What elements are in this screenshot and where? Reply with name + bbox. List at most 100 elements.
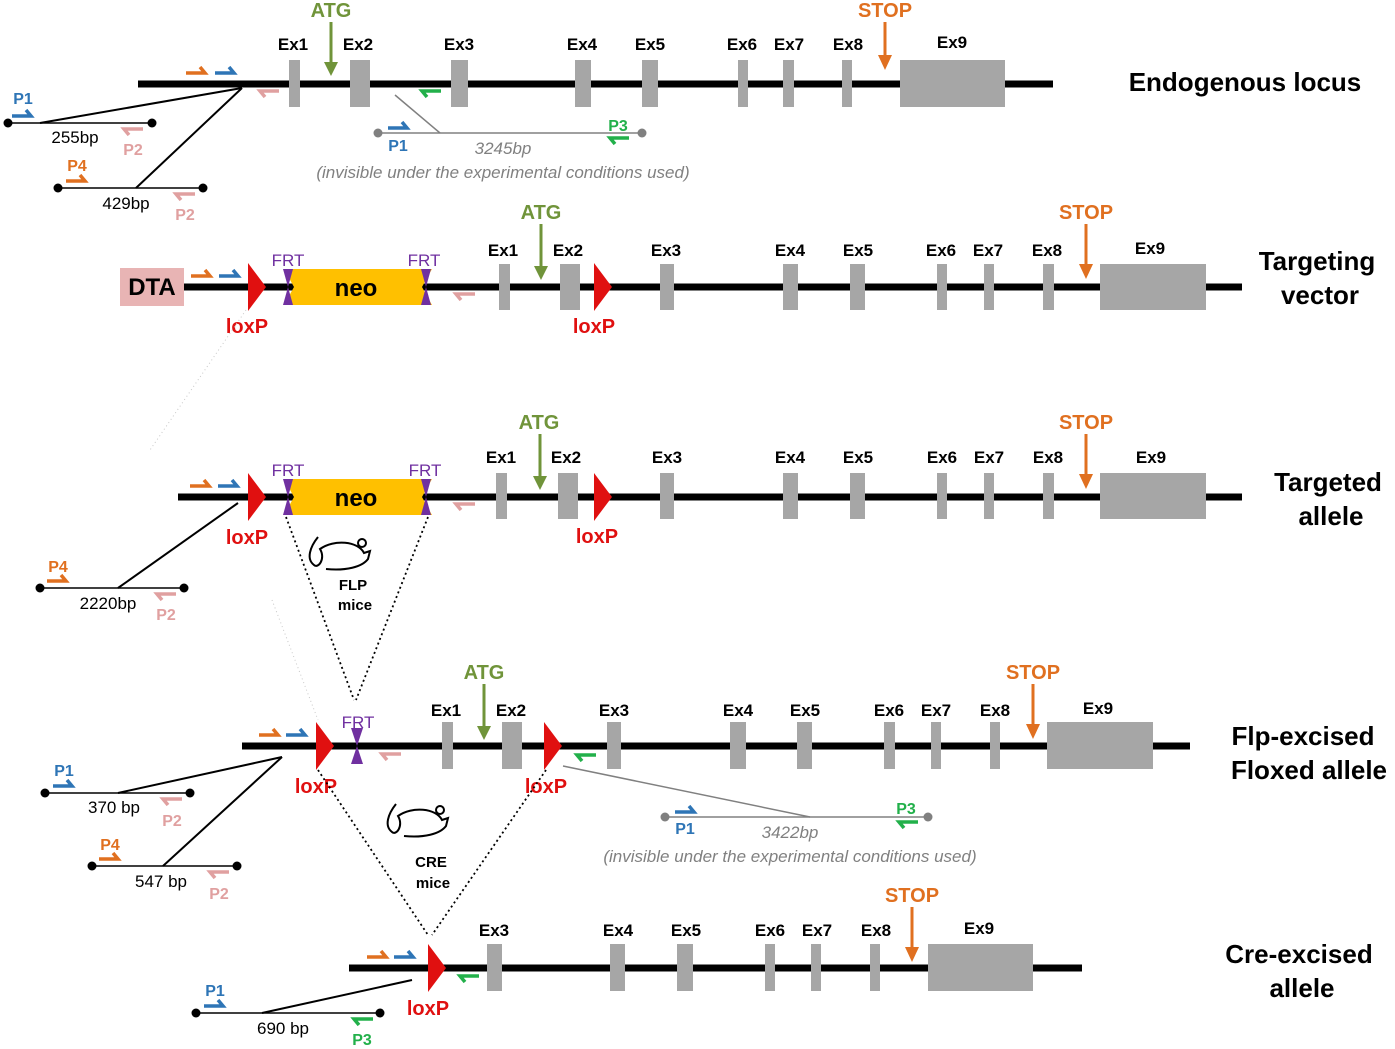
row-title: vector bbox=[1281, 280, 1359, 310]
frt-label: FRT bbox=[408, 251, 441, 270]
primer-p1-arrow bbox=[386, 120, 409, 130]
neo-cassette bbox=[284, 479, 432, 515]
exon-6 bbox=[937, 264, 947, 310]
exon-8 bbox=[990, 722, 1000, 769]
row-title: Floxed allele bbox=[1231, 755, 1387, 785]
exon-8 bbox=[1043, 473, 1054, 519]
product-end bbox=[637, 128, 647, 138]
exon-label: Ex8 bbox=[980, 701, 1010, 720]
exon-6 bbox=[937, 473, 947, 519]
exon-label: Ex4 bbox=[567, 35, 598, 54]
exon-1 bbox=[442, 722, 453, 769]
product-end bbox=[35, 583, 45, 593]
exon-label: Ex7 bbox=[774, 35, 804, 54]
loxp-site bbox=[316, 722, 334, 770]
exon-2 bbox=[558, 473, 578, 519]
primer-p2-label: P2 bbox=[209, 886, 229, 903]
exon-3 bbox=[487, 944, 502, 991]
exon-1 bbox=[499, 264, 510, 310]
neo-cassette bbox=[284, 269, 432, 305]
primer-p3-arrow bbox=[897, 820, 920, 830]
primer-p1-arrow bbox=[213, 65, 236, 75]
loxp-label: loxP bbox=[295, 776, 337, 798]
product-connector bbox=[117, 756, 283, 794]
product-size: 690 bp bbox=[257, 1019, 309, 1038]
exon-label: Ex4 bbox=[603, 921, 634, 940]
primer-p3-arrow bbox=[458, 974, 481, 984]
flp-mice-label: mice bbox=[338, 597, 372, 614]
stop-label: STOP bbox=[1006, 662, 1060, 684]
exon-label: Ex8 bbox=[833, 35, 863, 54]
row-cre-excised-allele: loxP Ex3 Ex4 Ex5 Ex6 Ex7 Ex8 Ex9 STOP P1… bbox=[191, 885, 1373, 1049]
primer-p3-arrow bbox=[575, 753, 598, 763]
row-title: allele bbox=[1269, 973, 1334, 1003]
product-end bbox=[191, 1008, 201, 1018]
exon-label: Ex2 bbox=[496, 701, 526, 720]
stop-arrow-head bbox=[1079, 264, 1093, 279]
exon-label: Ex1 bbox=[278, 35, 308, 54]
product-end bbox=[198, 183, 208, 193]
primer-p1-label: P1 bbox=[13, 91, 33, 108]
exon-3 bbox=[451, 60, 468, 107]
primer-p1-label: P1 bbox=[205, 983, 225, 1000]
frt-label: FRT bbox=[272, 251, 305, 270]
exon-6 bbox=[738, 60, 748, 107]
exon-label: Ex4 bbox=[723, 701, 754, 720]
cre-mice-label: mice bbox=[416, 875, 450, 892]
exon-label: Ex8 bbox=[1032, 241, 1062, 260]
exon-label: Ex6 bbox=[926, 241, 956, 260]
primer-p2-label: P2 bbox=[175, 207, 195, 224]
exon-2 bbox=[350, 60, 370, 107]
atg-arrow-head bbox=[534, 266, 548, 280]
product-end bbox=[53, 183, 63, 193]
mouse-icon bbox=[386, 803, 449, 838]
loxp-label: loxP bbox=[226, 316, 268, 338]
frt-label: FRT bbox=[272, 461, 305, 480]
product-end bbox=[375, 1008, 385, 1018]
exon-label: Ex6 bbox=[874, 701, 904, 720]
exon-label: Ex3 bbox=[444, 35, 474, 54]
product-end bbox=[40, 788, 50, 798]
neo-label: neo bbox=[335, 485, 378, 512]
primer-p2-label: P2 bbox=[162, 813, 182, 830]
primer-p1-arrow bbox=[284, 727, 307, 737]
row-title: Endogenous locus bbox=[1129, 67, 1362, 97]
primer-p3-arrow bbox=[420, 89, 443, 99]
exon-9 bbox=[1100, 473, 1206, 519]
primer-p2-label: P2 bbox=[156, 607, 176, 624]
atg-label: ATG bbox=[519, 412, 560, 434]
exon-4 bbox=[730, 722, 746, 769]
primer-p4-arrow bbox=[64, 173, 87, 183]
primer-p4-arrow bbox=[184, 65, 207, 75]
primer-p1-arrow bbox=[673, 804, 696, 814]
exon-label: Ex5 bbox=[843, 448, 873, 467]
primer-p2-arrow bbox=[161, 797, 184, 807]
frt-site bbox=[351, 746, 363, 764]
row-targeting-vector: DTA loxP neo FRT FRT loxP Ex1 Ex2 Ex3 Ex… bbox=[120, 202, 1375, 338]
stop-arrow-head bbox=[1026, 724, 1040, 739]
exon-7 bbox=[811, 944, 821, 991]
exon-label: Ex9 bbox=[964, 919, 994, 938]
primer-p2-arrow bbox=[155, 592, 178, 602]
exon-label: Ex4 bbox=[775, 448, 806, 467]
exon-9 bbox=[928, 944, 1033, 991]
primer-p4-arrow bbox=[189, 268, 212, 278]
product-size: 370 bp bbox=[88, 798, 140, 817]
row-endogenous: Ex1 Ex2 Ex3 Ex4 Ex5 Ex6 Ex7 Ex8 Ex9 ATG … bbox=[3, 0, 1362, 224]
exon-3 bbox=[660, 473, 674, 519]
exon-9 bbox=[1047, 722, 1153, 769]
row-title: Targeting bbox=[1259, 246, 1376, 276]
product-end bbox=[232, 861, 242, 871]
exon-label: Ex9 bbox=[937, 33, 967, 52]
neo-label: neo bbox=[335, 275, 378, 302]
primer-p4-label: P4 bbox=[48, 559, 68, 576]
exon-4 bbox=[783, 264, 798, 310]
stop-label: STOP bbox=[1059, 412, 1113, 434]
exon-2 bbox=[560, 264, 580, 310]
primer-p2-arrow bbox=[380, 752, 403, 762]
exon-8 bbox=[870, 944, 880, 991]
frt-site bbox=[283, 479, 293, 497]
product-size: 547 bp bbox=[135, 872, 187, 891]
exon-label: Ex7 bbox=[973, 241, 1003, 260]
